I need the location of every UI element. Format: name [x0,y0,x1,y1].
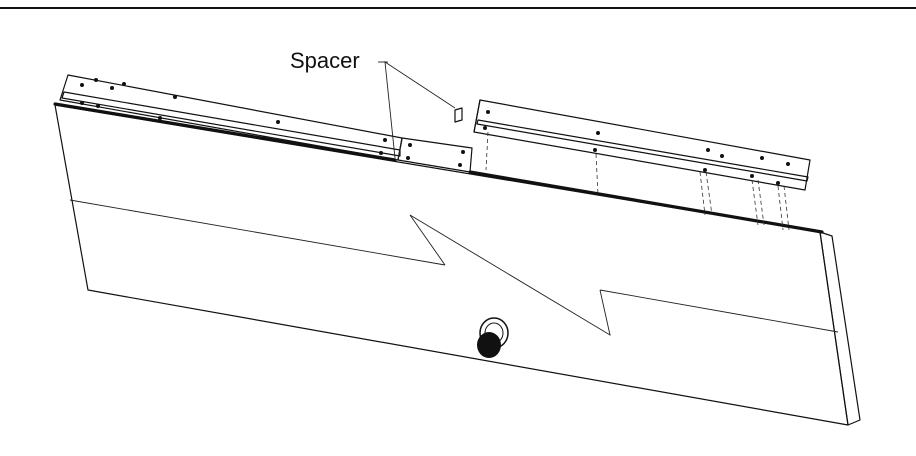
panel-body [53,102,861,426]
hinge-right-side [473,99,481,133]
hinge-right-outline [473,99,811,191]
spacer-piece [454,107,463,123]
hinge-strip-left [59,74,473,173]
screw-hole [720,154,724,158]
panel-front-face [54,104,849,426]
alignment-line [777,185,784,231]
hinge-left-extension [397,137,473,173]
alignment-line [595,153,599,196]
door-knob [477,317,509,358]
break-symbol [409,214,611,336]
hinge-left-knuckle [61,91,401,157]
screw-hole [158,116,162,120]
screw-hole [406,156,410,160]
hinge-strip-right [473,99,811,191]
alignment-line [705,171,713,216]
panel-top-edge [53,102,824,234]
screw-hole [706,148,710,152]
screw-hole [458,163,462,167]
alignment-line [485,131,489,171]
screw-hole [760,156,764,160]
alignment-line [699,171,706,216]
alignment-lines [485,131,790,231]
alignment-line [757,179,765,226]
screw-hole [110,86,114,90]
screw-hole [80,101,84,105]
screw-hole [461,150,465,154]
screw-hole [483,126,487,130]
screw-hole [750,174,754,178]
panel-end-face [819,231,861,426]
hinge-right-knuckle [476,119,809,182]
screw-hole [776,181,780,185]
alignment-line [783,185,790,231]
screw-hole [383,138,387,142]
screw-hole [122,82,126,86]
screw-hole [263,136,267,140]
screw-hole [593,148,597,152]
hinge-left-split [397,139,403,161]
screw-hole [596,131,600,135]
screw-hole [408,143,412,147]
screw-hole [80,83,84,87]
screw-hole [96,104,100,108]
screw-hole [173,95,177,99]
screw-hole [379,151,383,155]
knob-handle [477,332,501,358]
screw-hole [486,110,490,114]
screw-hole [786,162,790,166]
panel-section-line [69,199,839,333]
screw-holes [80,78,790,185]
alignment-line [751,179,759,226]
spacer-label: Spacer [290,48,360,73]
screw-hole [276,120,280,124]
screw-hole [703,168,707,172]
screw-hole [94,78,98,82]
